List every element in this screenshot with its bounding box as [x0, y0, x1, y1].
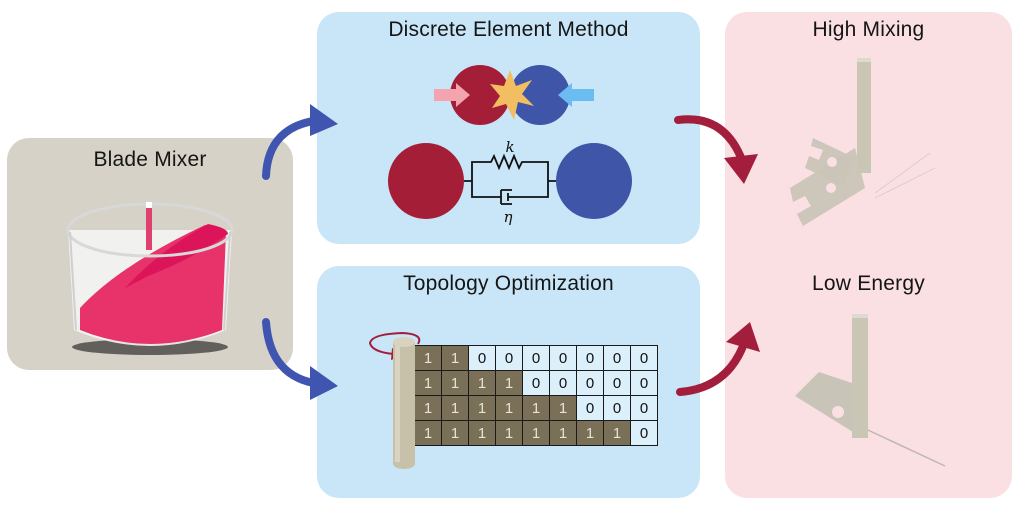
- material-cell: 1: [549, 420, 577, 446]
- blade-mixer-image: [66, 202, 234, 355]
- collision-star-icon: [490, 70, 534, 120]
- spring-constant-label: k: [505, 138, 514, 156]
- blue-particle: [510, 65, 570, 125]
- void-cell: 0: [576, 345, 604, 371]
- material-cell: 1: [414, 395, 442, 421]
- material-cell: 1: [441, 420, 469, 446]
- material-cell: 1: [603, 420, 631, 446]
- void-cell: 0: [630, 370, 658, 396]
- void-cell: 0: [576, 395, 604, 421]
- material-cell: 1: [414, 345, 442, 371]
- material-cell: 1: [441, 345, 469, 371]
- red-particle: [388, 143, 464, 219]
- material-cell: 1: [522, 420, 550, 446]
- material-cell: 1: [468, 370, 496, 396]
- void-cell: 0: [603, 345, 631, 371]
- material-cell: 1: [414, 420, 442, 446]
- void-cell: 0: [549, 370, 577, 396]
- arrow-mixer-to-topology-icon: [262, 318, 338, 400]
- void-cell: 0: [630, 345, 658, 371]
- void-cell: 0: [522, 345, 550, 371]
- material-cell: 1: [549, 395, 577, 421]
- arrow-dem-to-result-icon: [674, 115, 758, 184]
- damping-coefficient-label: η: [504, 208, 513, 226]
- arrow-right-icon: [434, 83, 470, 107]
- blade-mixer-title: Blade Mixer: [93, 148, 207, 171]
- low-energy-blade-image: [795, 314, 946, 467]
- dem-title: Discrete Element Method: [388, 18, 629, 41]
- spring-damper-diagram: k η: [388, 138, 632, 226]
- arrow-left-icon: [558, 83, 594, 107]
- damper-icon: [471, 181, 549, 205]
- void-cell: 0: [576, 370, 604, 396]
- high-mixing-title: High Mixing: [812, 18, 925, 41]
- material-cell: 1: [495, 420, 523, 446]
- blue-particle: [556, 143, 632, 219]
- material-cell: 1: [414, 370, 442, 396]
- dem-panel: Discrete Element Method: [317, 12, 700, 244]
- material-cell: 1: [468, 420, 496, 446]
- dem-collision-diagram: [434, 65, 594, 125]
- spring-icon: [471, 153, 549, 181]
- arrow-mixer-to-dem-icon: [262, 104, 338, 180]
- arrow-topology-to-result-icon: [676, 322, 760, 396]
- void-cell: 0: [468, 345, 496, 371]
- void-cell: 0: [603, 395, 631, 421]
- void-cell: 0: [495, 345, 523, 371]
- void-cell: 0: [603, 370, 631, 396]
- shaft-cylinder: [393, 337, 415, 469]
- material-cell: 1: [468, 395, 496, 421]
- material-cell: 1: [441, 370, 469, 396]
- material-cell: 1: [441, 395, 469, 421]
- void-cell: 0: [522, 370, 550, 396]
- material-cell: 1: [495, 370, 523, 396]
- material-cell: 1: [522, 395, 550, 421]
- red-particle: [450, 65, 510, 125]
- void-cell: 0: [630, 395, 658, 421]
- low-energy-title: Low Energy: [812, 272, 925, 295]
- high-mixing-blade-image: [790, 58, 936, 226]
- void-cell: 0: [630, 420, 658, 446]
- material-cell: 1: [576, 420, 604, 446]
- topology-title: Topology Optimization: [403, 272, 614, 295]
- material-cell: 1: [495, 395, 523, 421]
- void-cell: 0: [549, 345, 577, 371]
